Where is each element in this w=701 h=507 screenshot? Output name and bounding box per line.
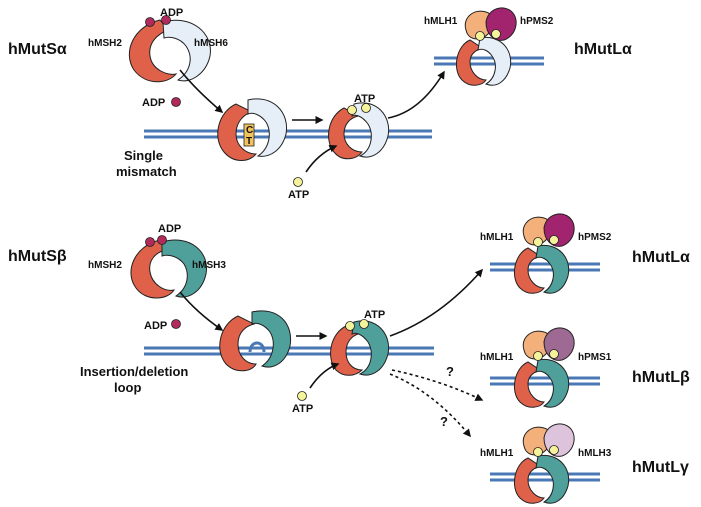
bottom-bound-msh3 bbox=[251, 310, 292, 368]
bottom-p2-atp-dot bbox=[533, 351, 543, 361]
bottom-atp-bound-dot bbox=[345, 321, 355, 331]
top-mismatch-base-c: C bbox=[246, 125, 253, 136]
top-panel: hMutSα ADP hMSH2 hMSH6 ADP C T Single bbox=[8, 7, 632, 201]
bottom-p2-pms1 bbox=[543, 327, 575, 361]
top-bound-msh6 bbox=[247, 98, 288, 157]
top-mutS-label: hMutSα bbox=[8, 41, 67, 58]
bottom-mutL-gamma-complex bbox=[490, 423, 600, 504]
top-adp-bound-dot-2 bbox=[161, 15, 171, 25]
top-mutL-label: hMutLα bbox=[574, 41, 632, 58]
bottom-substrate-line2: loop bbox=[114, 380, 141, 395]
top-mutL-complex bbox=[434, 7, 544, 86]
bottom-p2-msh2 bbox=[513, 361, 545, 408]
bottom-atp-free-dot bbox=[297, 391, 307, 401]
bottom-question-mark-1: ? bbox=[446, 364, 454, 379]
bottom-msh3-subunit bbox=[161, 239, 207, 298]
bottom-adp-bound-label: ADP bbox=[158, 223, 181, 235]
bottom-question-mark-2: ? bbox=[440, 414, 448, 429]
bottom-mutL-alpha-complex bbox=[490, 213, 600, 294]
bottom-atp-bound-label: ATP bbox=[364, 309, 385, 321]
top-atp-arrow bbox=[305, 144, 338, 173]
bottom-p3-mlh1-label: hMLH1 bbox=[480, 448, 514, 459]
bottom-msh2-label: hMSH2 bbox=[88, 260, 122, 271]
bottom-p1-atp-dot-2 bbox=[549, 235, 559, 245]
bottom-free-mutS-complex bbox=[130, 235, 207, 299]
bottom-adp-bound-dot-2 bbox=[157, 235, 167, 245]
bottom-adp-released-dot bbox=[171, 319, 181, 329]
bottom-atp-arrow bbox=[309, 362, 340, 389]
bottom-p2-mlh1-label: hMLH1 bbox=[480, 352, 514, 363]
bottom-arrow-mutL-alpha bbox=[389, 268, 483, 337]
bottom-adp-bound-dot bbox=[145, 237, 155, 247]
bottom-p2-pms1-label: hPMS1 bbox=[578, 352, 612, 363]
bottom-p3-atp-dot bbox=[533, 447, 543, 457]
bottom-substrate-line1: Insertion/deletion bbox=[80, 364, 188, 379]
top-pms2-subunit bbox=[485, 7, 517, 41]
bottom-p3-mlh3 bbox=[543, 423, 575, 457]
bottom-panel: hMutSβ ADP hMSH2 hMSH3 ADP Insertion/del… bbox=[8, 213, 690, 504]
top-mutL-msh6 bbox=[477, 36, 512, 86]
bottom-p2-mutL-label: hMutLβ bbox=[632, 369, 690, 386]
top-msh2-label: hMSH2 bbox=[88, 38, 122, 49]
bottom-p1-pms2 bbox=[543, 213, 575, 247]
top-atp-bound-label: ATP bbox=[354, 93, 375, 105]
top-mutL-atp-dot bbox=[475, 31, 485, 41]
top-clamp-msh6 bbox=[351, 102, 390, 158]
top-msh6-label: hMSH6 bbox=[194, 38, 228, 49]
top-mismatch-box bbox=[243, 123, 255, 147]
top-binding-arrow bbox=[179, 69, 224, 113]
top-bound-msh2 bbox=[217, 103, 258, 161]
bottom-p3-msh3 bbox=[535, 454, 570, 504]
top-pms2-label: hPMS2 bbox=[520, 16, 554, 27]
top-mutL-atp-dot-2 bbox=[491, 29, 501, 39]
bottom-p3-mutL-label: hMutLγ bbox=[632, 459, 689, 476]
top-recruit-arrow bbox=[387, 70, 445, 119]
bottom-mutL-beta-complex bbox=[490, 327, 600, 408]
bottom-p2-msh3 bbox=[535, 358, 570, 408]
bottom-msh2-subunit bbox=[130, 239, 176, 299]
bottom-bound-msh2 bbox=[219, 315, 257, 372]
bottom-atp-bound-dot-2 bbox=[359, 319, 369, 329]
bottom-p1-mlh1-label: hMLH1 bbox=[480, 232, 514, 243]
bottom-mutS-label: hMutSβ bbox=[8, 248, 67, 265]
bottom-p3-mlh3-label: hMLH3 bbox=[578, 448, 612, 459]
bottom-loop-bound-complex bbox=[219, 310, 292, 372]
bottom-atp-free-label: ATP bbox=[292, 403, 313, 415]
top-free-mutS-complex bbox=[128, 15, 211, 83]
top-mutL-msh2 bbox=[455, 39, 487, 86]
bottom-p3-atp-dot-2 bbox=[549, 445, 559, 455]
bottom-indel-loop bbox=[248, 341, 266, 353]
bottom-clamp-msh3 bbox=[351, 320, 390, 376]
bottom-adp-released-label: ADP bbox=[144, 320, 167, 332]
top-substrate-line2: mismatch bbox=[116, 164, 177, 179]
bottom-p1-msh2 bbox=[513, 247, 545, 294]
top-adp-bound-label: ADP bbox=[160, 7, 183, 19]
top-mismatch-base-t: T bbox=[246, 136, 252, 147]
top-atp-free-label: ATP bbox=[288, 189, 309, 201]
top-adp-bound-dot bbox=[145, 17, 155, 27]
top-adp-released-dot bbox=[171, 97, 181, 107]
top-atp-bound-complex bbox=[328, 102, 390, 160]
top-atp-bound-dot-2 bbox=[361, 103, 371, 113]
bottom-msh3-label: hMSH3 bbox=[192, 260, 226, 271]
bottom-p2-atp-dot-2 bbox=[549, 349, 559, 359]
top-atp-free-dot bbox=[293, 177, 303, 187]
top-atp-bound-dot bbox=[347, 105, 357, 115]
bottom-arrow-mutL-beta bbox=[391, 369, 484, 401]
top-msh6-subunit bbox=[162, 19, 211, 82]
bottom-arrow-mutL-gamma bbox=[389, 373, 471, 438]
bottom-binding-arrow bbox=[179, 291, 224, 331]
top-mismatch-bound-complex bbox=[217, 98, 288, 161]
top-substrate-line1: Single bbox=[124, 148, 163, 163]
bottom-p1-atp-dot bbox=[533, 237, 543, 247]
bottom-p1-pms2-label: hPMS2 bbox=[578, 232, 612, 243]
top-adp-released-label: ADP bbox=[142, 97, 165, 109]
bottom-p3-msh2 bbox=[513, 457, 545, 504]
top-mlh1-label: hMLH1 bbox=[424, 16, 458, 27]
top-msh2-subunit bbox=[128, 19, 178, 83]
bottom-p1-msh3 bbox=[535, 244, 570, 294]
bottom-p1-mutL-label: hMutLα bbox=[632, 249, 690, 266]
